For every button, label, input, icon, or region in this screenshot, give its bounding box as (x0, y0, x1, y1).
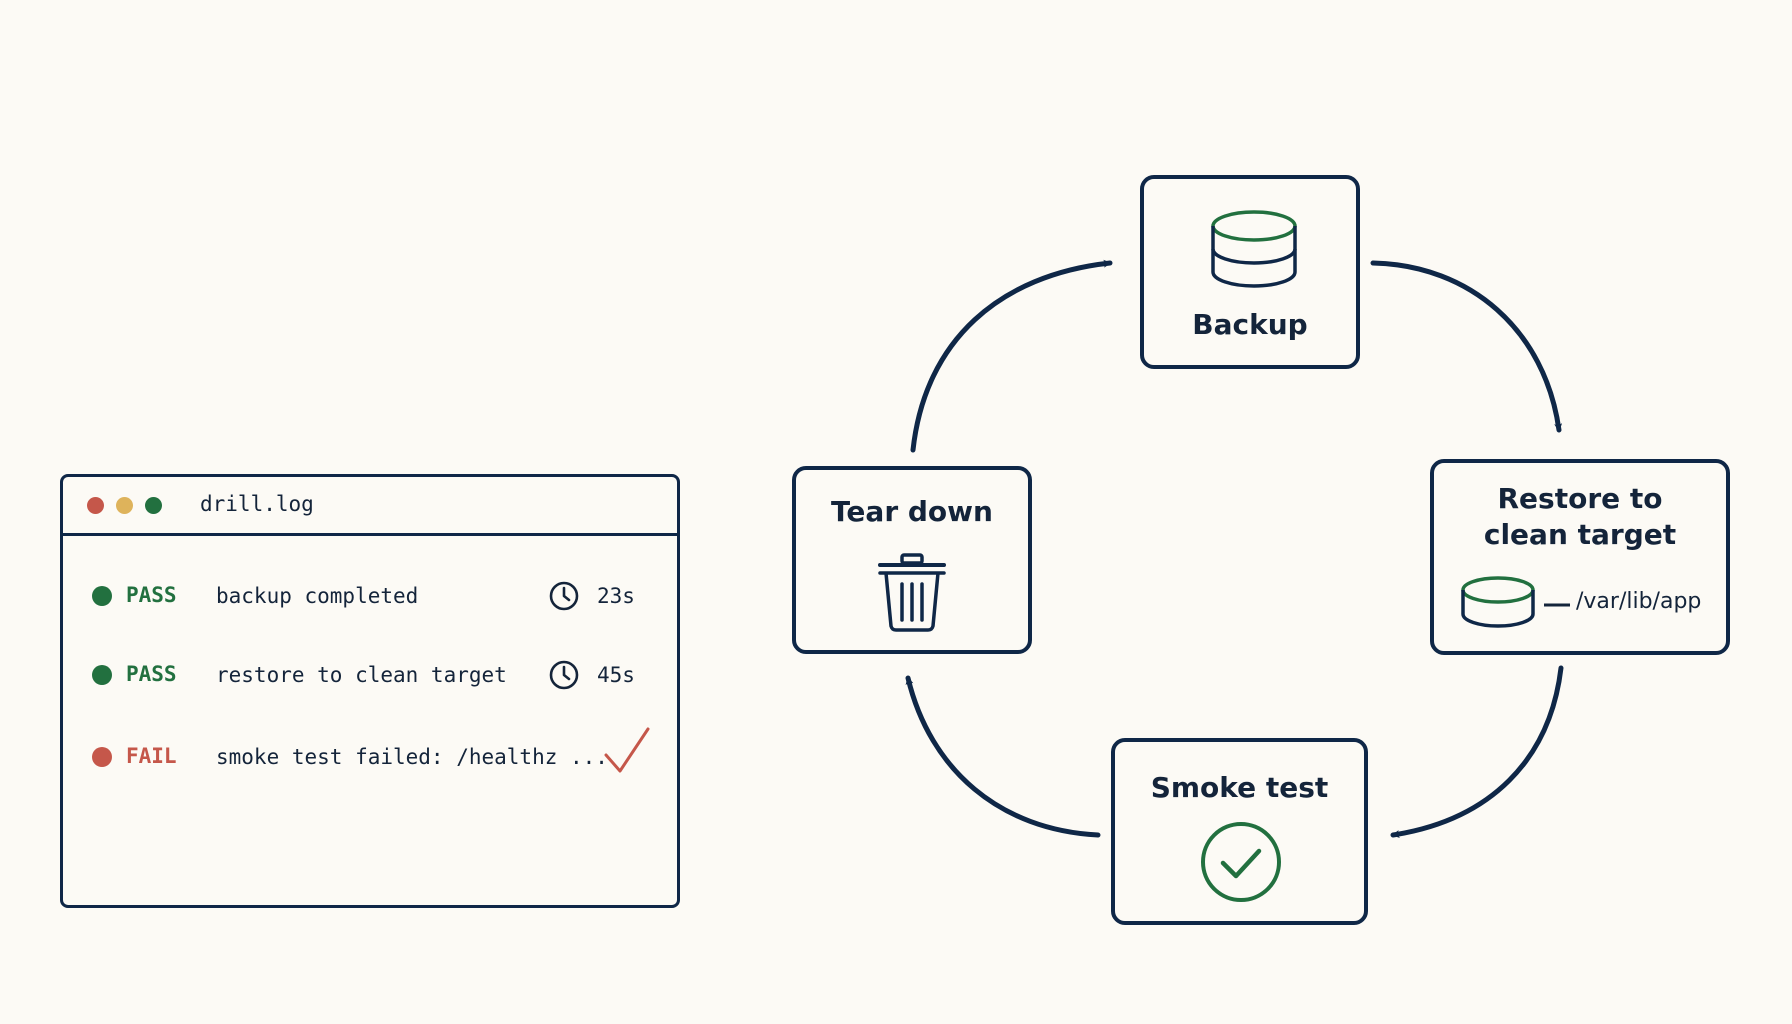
arrow-backup-to-restore (1370, 260, 1563, 433)
check-circle-icon (1201, 822, 1281, 902)
clock-icon (549, 660, 579, 690)
tear-down-label: Tear down (831, 495, 993, 528)
arrow-restore-to-smoke-test (1390, 665, 1564, 838)
log-message: smoke test failed: /healthz ... (216, 745, 608, 769)
restore-node[interactable]: Restore to clean target /var/lib/app (1430, 459, 1730, 655)
log-row-smoke-test: FAIL smoke test failed: /healthz ... (63, 727, 677, 777)
trash-icon (878, 553, 946, 632)
window-titlebar: drill.log (63, 477, 677, 536)
window-close-dot[interactable] (87, 497, 104, 514)
log-duration: 45s (597, 663, 635, 687)
backup-node[interactable]: Backup (1140, 175, 1360, 369)
status-label: FAIL (126, 744, 177, 768)
log-message: restore to clean target (216, 663, 507, 687)
arrow-smoke-test-to-tear-down (905, 675, 1101, 838)
log-message: backup completed (216, 584, 419, 608)
mount-path: /var/lib/app (1576, 589, 1702, 614)
pass-status-dot (92, 665, 112, 685)
window-minimize-dot[interactable] (116, 497, 133, 514)
checkmark-icon (604, 727, 650, 773)
drill-log-window: drill.log PASS backup completed 23s PASS… (60, 474, 680, 908)
mount-connector (1544, 603, 1570, 607)
restore-label-line1: Restore to (1497, 482, 1663, 515)
pass-status-dot (92, 586, 112, 606)
clock-icon (549, 581, 579, 611)
log-row-restore: PASS restore to clean target 45s (63, 655, 677, 695)
disk-icon (1461, 576, 1535, 628)
arrow-tear-down-to-backup (910, 259, 1113, 453)
window-maximize-dot[interactable] (145, 497, 162, 514)
backup-label: Backup (1192, 308, 1308, 341)
status-label: PASS (126, 583, 177, 607)
log-row-backup: PASS backup completed 23s (63, 576, 677, 616)
log-duration: 23s (597, 584, 635, 608)
fail-status-dot (92, 747, 112, 767)
status-label: PASS (126, 662, 177, 686)
smoke-test-node[interactable]: Smoke test (1111, 738, 1368, 925)
tear-down-node[interactable]: Tear down (792, 466, 1032, 654)
restore-label-line2: clean target (1483, 518, 1677, 551)
database-icon (1211, 210, 1297, 288)
window-title: drill.log (200, 492, 314, 516)
smoke-test-label: Smoke test (1150, 771, 1329, 804)
